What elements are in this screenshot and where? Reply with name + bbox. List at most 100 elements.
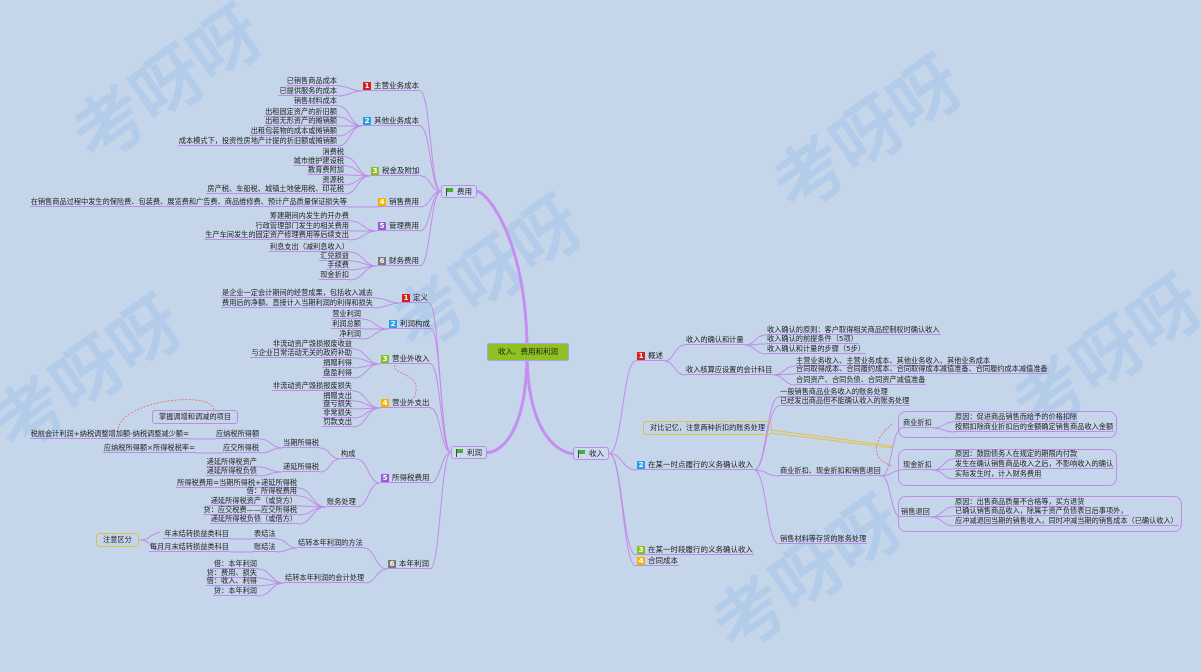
leaf-item[interactable]: 借：所得税费用 <box>245 486 298 496</box>
leaf-item[interactable]: 出租固定资产的折旧额 <box>264 107 338 117</box>
leaf-item[interactable]: 非常损失 <box>322 408 353 418</box>
leaf-item[interactable]: 实际发生时，计入财务费用 <box>954 469 1043 479</box>
leaf-item[interactable]: 主营业务收入、主营业务成本、其他业务收入、其他业务成本 <box>795 356 992 366</box>
leaf-item[interactable]: 收入确认的前提条件（5项） <box>766 334 859 344</box>
branch-revenue[interactable]: 收入 <box>573 447 609 460</box>
leaf-item[interactable]: 筹建期间内发生的开办费 <box>268 211 350 221</box>
branch-profit[interactable]: 利润 <box>451 446 487 459</box>
leaf-item[interactable]: 盘盈利得 <box>322 368 353 378</box>
leaf-item[interactable]: 城市维护建设税 <box>292 156 345 166</box>
leaf-item[interactable]: 递延所得税资产 <box>205 457 258 467</box>
leaf-item[interactable]: 行政管理部门发生的相关费用 <box>254 221 350 231</box>
leaf-item[interactable]: 罚款支出 <box>322 417 353 427</box>
leaf-item[interactable]: 是企业一定会计期间的经营成果，包括收入减去 <box>221 288 374 298</box>
leaf-item[interactable]: 成本模式下，投资性房地产计提的折旧额或摊销额 <box>177 136 338 146</box>
callout-adjust-items[interactable]: 掌握调增和调减的项目 <box>152 410 238 424</box>
leaf-item[interactable]: 收入确认的原则：客户取得相关商品控制权时确认收入 <box>766 325 941 335</box>
leaf-item[interactable]: 原因：鼓励债务人在规定的期限内付款 <box>954 449 1079 459</box>
discount-type[interactable]: 商业折扣 <box>902 418 933 428</box>
formula[interactable]: 税前会计利润+纳税调整增加额-纳税调整减少额= <box>29 429 190 439</box>
composition-node[interactable]: 构成 <box>340 449 357 459</box>
tax-payable-node[interactable]: 应交所得税 <box>222 443 260 453</box>
leaf-item[interactable]: 利润总额 <box>331 319 362 329</box>
leaf-item[interactable]: 销售材料成本 <box>292 96 338 106</box>
leaf-item[interactable]: 营业利润 <box>331 309 362 319</box>
leaf-item[interactable]: 收入确认和计量的步骤（5步） <box>766 344 867 354</box>
leaf-item[interactable]: 资源税 <box>321 175 345 185</box>
leaf-item[interactable]: 发生在确认销售商品收入之后，不影响收入的确认 <box>954 459 1115 469</box>
account-method-node[interactable]: 账结法 <box>253 542 277 552</box>
leaf-item[interactable]: 利息支出（减利息收入） <box>268 242 350 252</box>
leaf-item[interactable]: 应冲减退回当期的销售收入，同时冲减当期的销售成本（已确认收入） <box>954 516 1179 526</box>
leaf-item[interactable]: 非流动资产毁损报废损失 <box>271 381 353 391</box>
leaf-item[interactable]: 费用后的净额、直接计入当期利润的利得和损失 <box>221 298 374 308</box>
leaf-item[interactable]: 贷：应交税费——应交所得税 <box>202 505 298 515</box>
leaf-item[interactable]: 在销售商品过程中发生的保险费、包装费、展览费和广告费、商品维修费、预计产品质量保… <box>29 197 348 207</box>
leaf-item[interactable]: 出租无形资产的摊销额 <box>264 116 338 126</box>
leaf-item[interactable]: 一般销售商品业务收入的账务处理 <box>779 387 889 397</box>
leaf-item[interactable]: 捐赠支出 <box>322 391 353 401</box>
leaf-item[interactable]: 递延所得税负债 <box>205 466 258 476</box>
current-tax-node[interactable]: 当期所得税 <box>282 438 320 448</box>
leaf-item[interactable]: 捐赠利得 <box>322 358 353 368</box>
leaf-item[interactable]: 销售材料等存货的账务处理 <box>779 534 868 544</box>
leaf-item[interactable]: 手续费 <box>326 260 350 270</box>
leaf-item[interactable]: 净利润 <box>338 329 362 339</box>
callout-compare-discounts[interactable]: 对比记忆，注意两种折扣的账务处理 <box>643 421 773 435</box>
leaf-item[interactable]: 所得税费用=当期所得税+递延所得税 <box>176 478 298 488</box>
leaf-item[interactable]: 生产车间发生的固定资产修理费用等后续支出 <box>204 230 350 240</box>
leaf-item[interactable]: 递延所得税资产（或贷方） <box>209 496 298 506</box>
leaf-item[interactable]: 借：收入、利得 <box>205 576 258 586</box>
closing-methods-node[interactable]: 结转本年利润的方法 <box>297 538 364 548</box>
callout-distinguish[interactable]: 注意区分 <box>96 533 139 547</box>
leaf-item[interactable]: 贷：本年利润 <box>212 586 258 596</box>
deferred-tax-node[interactable]: 递延所得税 <box>282 462 320 472</box>
discounts-node[interactable]: 商业折扣、现金折扣和销售退回 <box>779 466 882 476</box>
leaf-item[interactable]: 已提供服务的成本 <box>278 86 338 96</box>
formula[interactable]: 应纳税所得额×所得税税率= <box>102 443 196 453</box>
branch-expense[interactable]: 费用 <box>441 185 477 198</box>
leaf-item[interactable]: 与企业日常活动无关的政府补助 <box>250 348 353 358</box>
leaf-item[interactable]: 消费税 <box>321 147 345 157</box>
leaf-item[interactable]: 借：本年利润 <box>212 559 258 569</box>
leaf-item[interactable]: 合同取得成本、合同履约成本、合同取得成本减值准备、合同履约成本减值准备 <box>795 364 1049 374</box>
leaf-item[interactable]: 每月月末结转损益类科目 <box>148 542 230 552</box>
leaf-item[interactable]: 非流动资产毁损报废收益 <box>271 339 353 349</box>
leaf-item[interactable]: 教育费附加 <box>307 165 345 175</box>
table-method-node[interactable]: 表结法 <box>253 529 277 539</box>
leaf-item[interactable]: 盘亏损失 <box>322 399 353 409</box>
leaf-item[interactable]: 汇兑损益 <box>319 251 350 261</box>
taxable-income-node[interactable]: 应纳税所得额 <box>215 429 261 439</box>
leaf-item[interactable]: 已销售商品成本 <box>285 76 338 86</box>
leaf-item[interactable]: 原因：出售商品质量不合格等，买方退货 <box>954 497 1086 507</box>
leaf-item[interactable]: 按照扣除商业折扣后的金额确定销售商品收入金额 <box>954 422 1115 432</box>
recognition-node[interactable]: 收入的确认和计量 <box>685 335 745 345</box>
central-topic[interactable]: 收入、费用和利润 <box>487 343 569 361</box>
leaf-item[interactable]: 已经发出商品但不能确认收入的账务处理 <box>779 396 911 406</box>
leaf-item[interactable]: 年末结转损益类科目 <box>163 529 230 539</box>
accounts-node[interactable]: 收入核算应设置的会计科目 <box>685 365 774 375</box>
leaf-item[interactable]: 原因：促进商品销售而给予的价格扣除 <box>954 412 1079 422</box>
leaf-item[interactable]: 出租包装物的成本或摊销额 <box>249 126 338 136</box>
leaf-item[interactable]: 已确认销售商品收入，除属于资产负债表日后事项外， <box>954 506 1129 516</box>
discount-type[interactable]: 销售退回 <box>900 507 931 517</box>
leaf-item[interactable]: 房产税、车船税、城镇土地使用税、印花税 <box>206 184 345 194</box>
leaf-item[interactable]: 合同资产、合同负债、合同资产减值准备 <box>795 375 927 385</box>
leaf-item[interactable]: 现金折扣 <box>319 270 350 280</box>
